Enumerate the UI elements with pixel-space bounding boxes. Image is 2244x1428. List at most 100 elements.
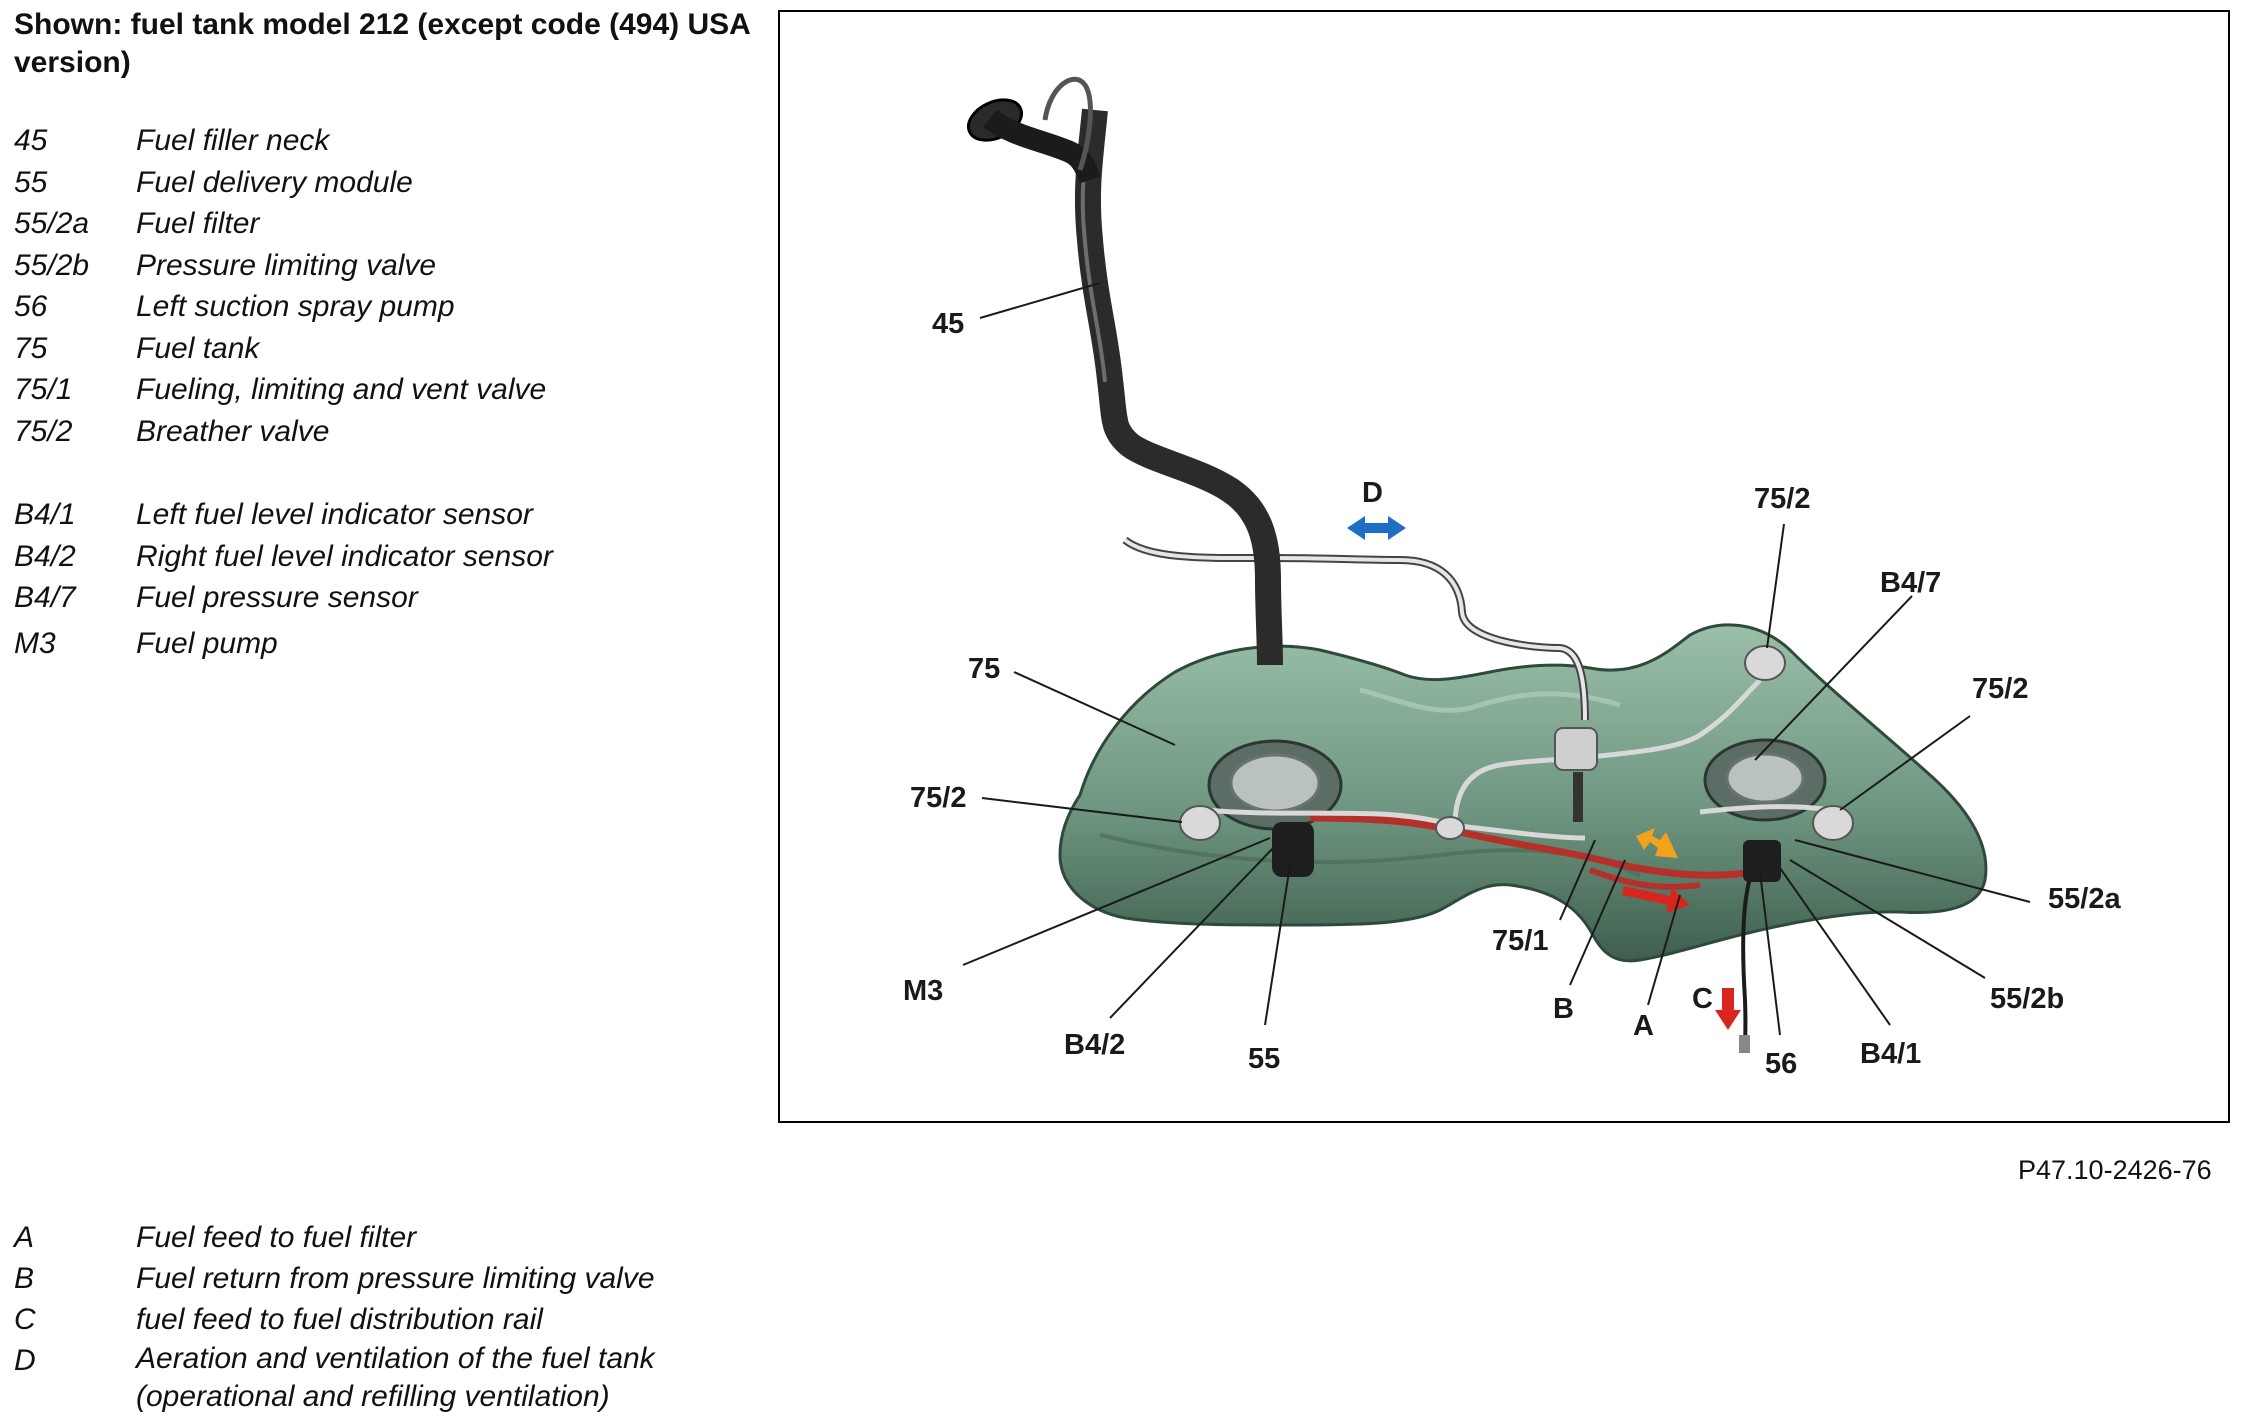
legend-desc: Right fuel level indicator sensor (136, 539, 553, 573)
leader-line (1794, 839, 2031, 903)
callout-45: 45 (932, 308, 964, 340)
callout-d: D (1362, 477, 1383, 509)
filler-neck-top (982, 109, 1101, 184)
legend-code: M3 (14, 626, 56, 660)
legend-desc: Fuel feed to fuel filter (136, 1221, 417, 1254)
legend-desc: Fuel pressure sensor (136, 581, 418, 614)
legend-desc: Fuel tank (136, 331, 260, 365)
legend-desc: Fuel filler neck (136, 124, 330, 157)
filler-neck-bracket (1042, 76, 1093, 171)
legend-row: 55/2a Fuel filter (14, 203, 546, 245)
callout-b4-1: B4/1 (1860, 1038, 1921, 1070)
leader-line (1569, 859, 1626, 986)
legend-code: B4/7 (14, 581, 76, 614)
fuel-pump-housing (1272, 822, 1314, 877)
legend-desc: Fuel return from pressure limiting valve (136, 1262, 655, 1295)
legend-code: 75/2 (14, 414, 73, 448)
legend-row: M3 Fuel pump (14, 623, 553, 665)
leader-line (1109, 844, 1277, 1019)
legend-desc: Fuel filter (136, 207, 260, 240)
legend-desc: Left suction spray pump (136, 290, 455, 323)
callout-75-1: 75/1 (1492, 925, 1548, 957)
legend-code: 56 (14, 290, 48, 323)
leader-line (1759, 871, 1781, 1036)
flow-arrow-a (1622, 886, 1690, 913)
vent-line (1699, 803, 1831, 815)
leader-line (1647, 894, 1681, 1006)
flow-arrow-d (1347, 516, 1406, 540)
legend-code: 55/2a (14, 207, 90, 240)
callout-55-2a: 55/2a (2048, 883, 2121, 915)
legend-row: 56 Left suction spray pump (14, 286, 546, 328)
flow-arrow-c (1715, 988, 1741, 1030)
legend-desc-block: Aeration and ventilation of the fuel tan… (136, 1340, 655, 1416)
breather-valve (1812, 805, 1854, 841)
callout-b4-7: B4/7 (1880, 567, 1941, 599)
legend-row: 55 Fuel delivery module (14, 162, 546, 204)
legend-desc: Left fuel level indicator sensor (136, 498, 533, 531)
vent-valve-small (1435, 816, 1465, 840)
legend-code: 75 (14, 331, 48, 365)
legend-desc: Fuel delivery module (136, 165, 413, 199)
legend-desc: fuel feed to fuel distribution rail (136, 1303, 543, 1336)
legend-code: 55 (14, 165, 48, 199)
leader-line (1766, 523, 1785, 649)
page-title: Shown: fuel tank model 212 (except code … (14, 8, 750, 79)
legend-row: A Fuel feed to fuel filter (14, 1217, 655, 1258)
fuel-tank (1058, 623, 1988, 963)
callout-b4-2: B4/2 (1064, 1029, 1125, 1061)
leader-line (1013, 671, 1176, 746)
legend-row: 75/2 Breather valve (14, 411, 546, 453)
diagram-frame (778, 10, 2230, 1123)
legend-code: B4/1 (14, 498, 76, 531)
legend-code: D (14, 1344, 36, 1377)
leader-line (1779, 867, 1891, 1026)
legend-code: C (14, 1303, 36, 1336)
callout-m3: M3 (903, 975, 943, 1007)
right-module-cover-inner (1725, 752, 1805, 804)
leader-line (1264, 864, 1291, 1026)
legend-row: B Fuel return from pressure limiting valv… (14, 1258, 655, 1299)
callout-55-2b: 55/2b (1990, 983, 2064, 1015)
legend-row: B4/1 Left fuel level indicator sensor (14, 494, 553, 536)
flow-arrow-b (1636, 828, 1678, 858)
callout-c: C (1692, 983, 1713, 1015)
leader-line (1559, 839, 1596, 921)
leader-line (979, 282, 1101, 319)
tank-ridge (1359, 687, 1621, 713)
fuel-feed-line-connector (1739, 1035, 1750, 1053)
callout-55: 55 (1248, 1043, 1280, 1075)
callout-75-2-left: 75/2 (910, 782, 966, 814)
vent-line (1204, 807, 1586, 841)
legend-desc: Fuel pump (136, 626, 278, 660)
breather-valve (1744, 645, 1786, 681)
legend-code: B (14, 1262, 35, 1295)
fuel-line (1309, 814, 1756, 879)
fuel-delivery-module-cover-inner (1229, 753, 1321, 813)
legend-desc: Breather valve (136, 414, 330, 448)
aeration-line (1123, 538, 1587, 721)
callout-75-2-top: 75/2 (1754, 483, 1810, 515)
leader-line (962, 837, 1271, 966)
legend-desc: Aeration and ventilation of the fuel tan… (136, 1342, 655, 1375)
breather-valve (1179, 805, 1221, 841)
legend-desc: Pressure limiting valve (136, 248, 437, 282)
callout-b: B (1553, 993, 1574, 1025)
leader-line (981, 797, 1183, 823)
legend-desc: Fueling, limiting and vent valve (136, 373, 547, 406)
fuel-line (1588, 867, 1701, 890)
leader-line (1839, 715, 1971, 811)
legend-row: 75 Fuel tank (14, 328, 546, 370)
legend-flows: A Fuel feed to fuel filter B Fuel return f… (14, 1217, 655, 1416)
fuel-filler-neck (1074, 108, 1283, 666)
callout-75-2-right: 75/2 (1972, 673, 2028, 705)
callout-a: A (1633, 1010, 1654, 1042)
fueling-limiting-vent-valve-base (1573, 772, 1583, 822)
legend-code: 55/2b (14, 248, 90, 282)
legend-row: D Aeration and ventilation of the fuel ta… (14, 1340, 655, 1416)
legend-code: A (14, 1221, 35, 1254)
callout-56: 56 (1765, 1048, 1797, 1080)
